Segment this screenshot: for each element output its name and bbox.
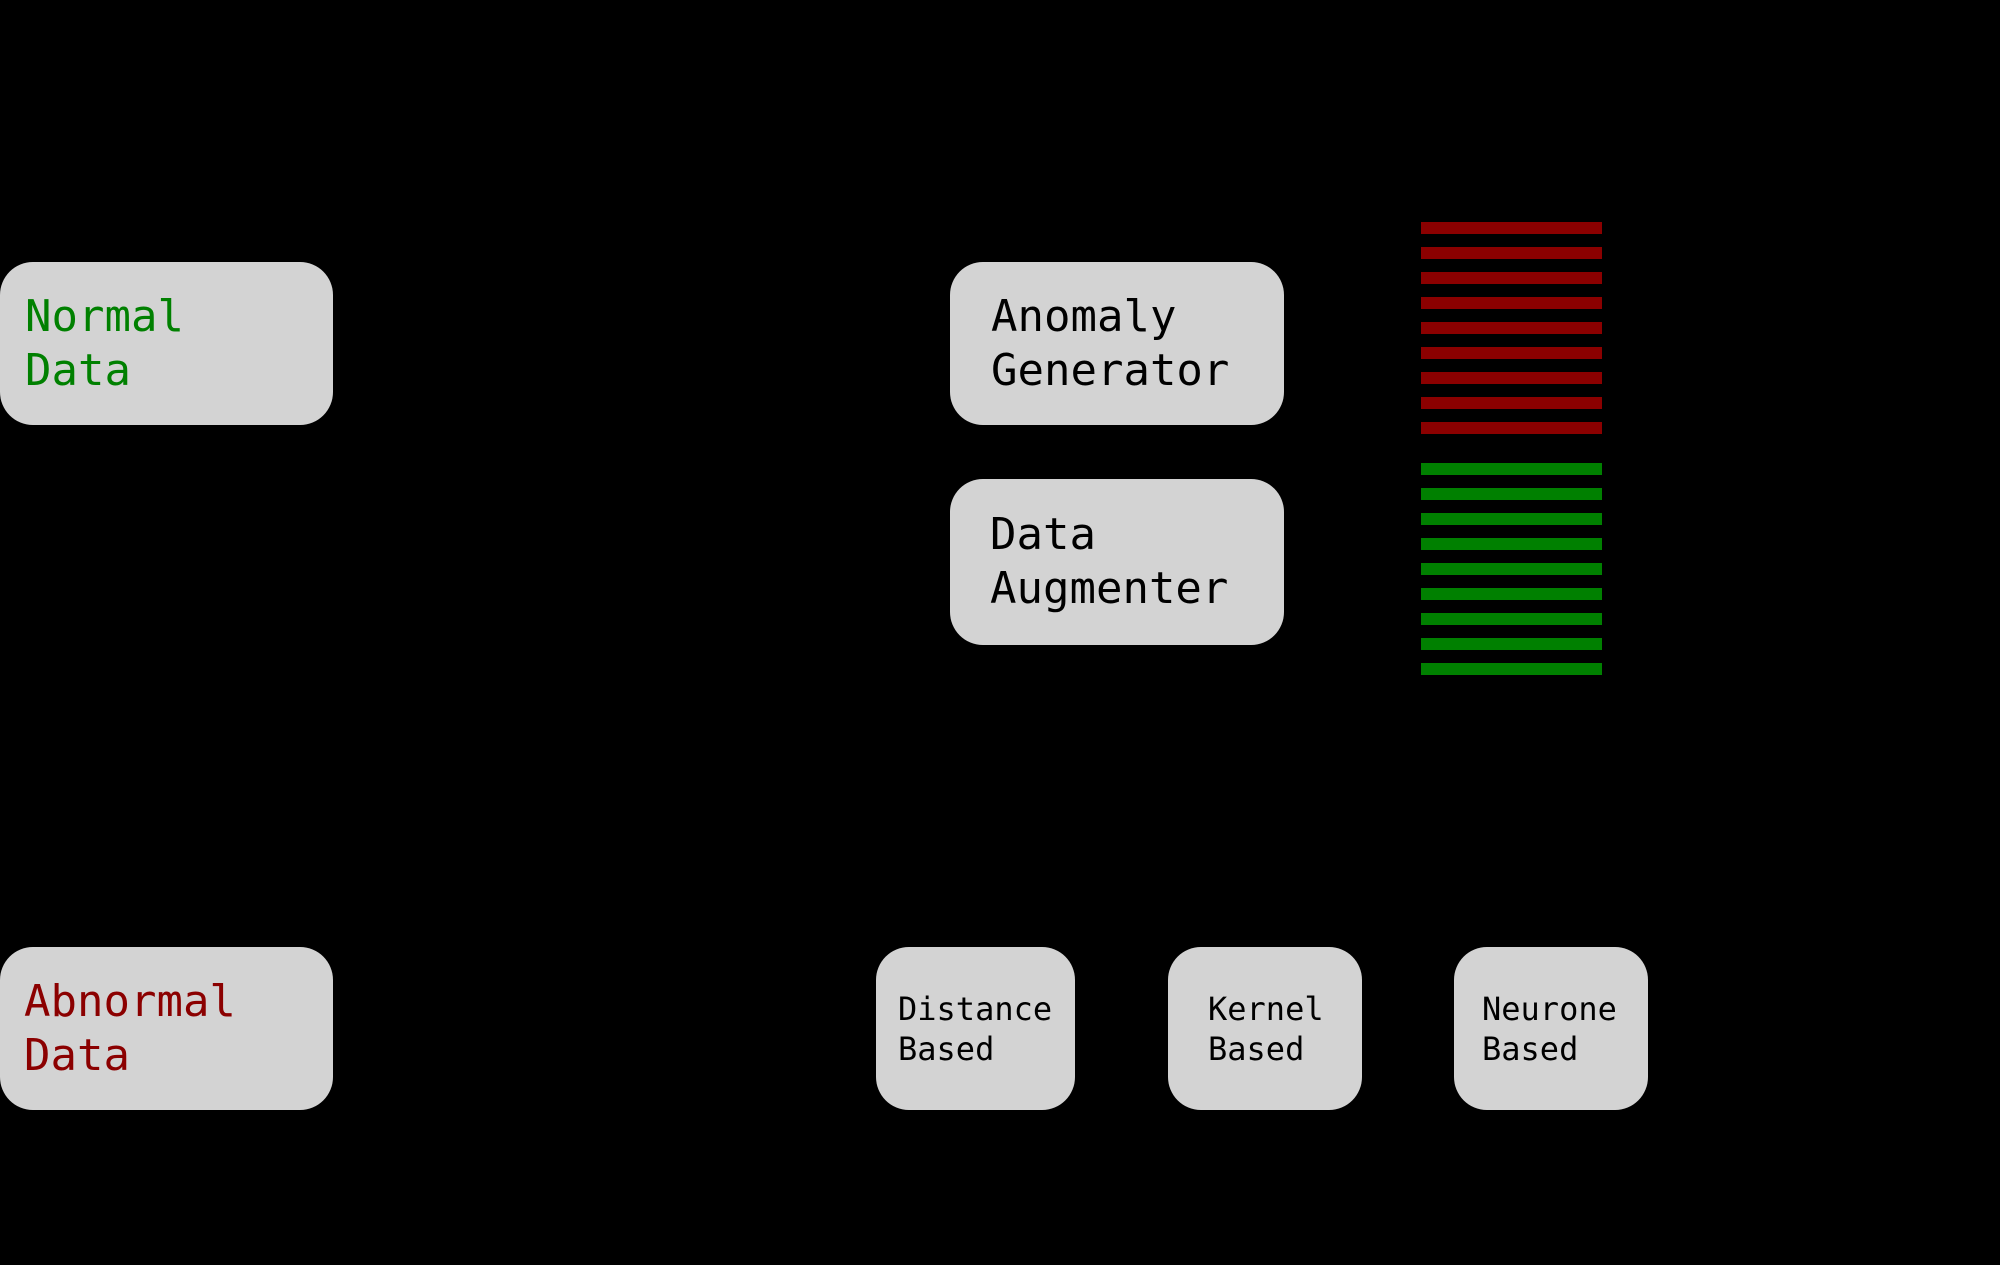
stripe	[1421, 588, 1602, 600]
stripe	[1421, 347, 1602, 359]
distance-based-label-line2: Based	[898, 1029, 995, 1068]
data-augmenter-label-line2: Augmenter	[990, 563, 1229, 614]
kernel-based-node: Kernel Based	[1168, 947, 1362, 1110]
distance-based-label-line1: Distance	[898, 989, 1053, 1028]
stripe	[1421, 372, 1602, 384]
normal-data-node: Normal Data	[0, 262, 333, 425]
stripe	[1421, 513, 1602, 525]
stripe	[1421, 563, 1602, 575]
kernel-based-label-line1: Kernel	[1208, 989, 1324, 1028]
stripe	[1421, 222, 1602, 234]
anomaly-generator-node: Anomaly Generator	[950, 262, 1284, 425]
anomaly-generator-label-line2: Generator	[991, 344, 1230, 396]
stripe	[1421, 663, 1602, 675]
stripe	[1421, 397, 1602, 409]
abnormal-data-label-line2: Data	[24, 1029, 130, 1081]
abnormal-data-node: Abnormal Data	[0, 947, 333, 1110]
distance-based-node: Distance Based	[876, 947, 1075, 1110]
stripe	[1421, 322, 1602, 334]
neurone-based-label-line1: Neurone	[1482, 989, 1617, 1028]
stripe	[1421, 538, 1602, 550]
stripe	[1421, 297, 1602, 309]
stripe	[1421, 247, 1602, 259]
stripe	[1421, 613, 1602, 625]
abnormal-data-label-line1: Abnormal	[24, 975, 236, 1027]
stripe	[1421, 422, 1602, 434]
data-augmenter-node: Data Augmenter	[950, 479, 1284, 645]
neurone-based-node: Neurone Based	[1454, 947, 1648, 1110]
normal-data-label-line2: Data	[25, 344, 131, 396]
kernel-based-label-line2: Based	[1208, 1029, 1305, 1068]
anomaly-generator-label-line1: Anomaly	[991, 290, 1177, 342]
stripe	[1421, 272, 1602, 284]
stripe	[1421, 488, 1602, 500]
normal-data-label-line1: Normal	[25, 290, 184, 342]
normal-data-stripe-stack	[1421, 463, 1602, 675]
abnormal-data-stripe-stack	[1421, 222, 1602, 434]
data-augmenter-label-line1: Data	[990, 509, 1096, 560]
stripe	[1421, 463, 1602, 475]
stripe	[1421, 638, 1602, 650]
neurone-based-label-line2: Based	[1482, 1029, 1579, 1068]
